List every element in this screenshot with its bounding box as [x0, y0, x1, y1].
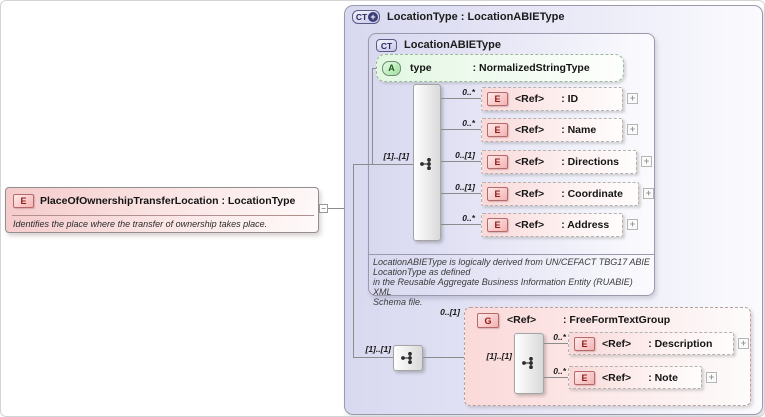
attribute-badge-icon: A [382, 60, 401, 76]
expand-icon[interactable] [627, 93, 638, 104]
element-cardinality: 0..* [553, 366, 566, 376]
collapse-icon[interactable] [319, 204, 328, 213]
element-box-address[interactable]: E <Ref> : Address [481, 213, 623, 237]
sequence-icon [401, 352, 412, 364]
element-ref: <Ref> [515, 156, 545, 168]
sequence-icon [522, 357, 533, 369]
expand-icon[interactable] [641, 156, 652, 167]
element-badge-icon: E [487, 92, 508, 106]
connector-line [353, 164, 354, 358]
expand-icon[interactable] [627, 124, 638, 135]
connector-line [441, 193, 481, 194]
root-element-title: PlaceOfOwnershipTransferLocation : Locat… [40, 195, 296, 207]
connector-line [372, 68, 373, 164]
connector-line [328, 208, 353, 209]
element-ref: <Ref> [515, 93, 545, 105]
connector-line [544, 377, 568, 378]
element-badge-icon: E [487, 187, 508, 201]
complex-type-plus-badge-icon: CT [352, 10, 380, 24]
group-badge-icon: G [477, 313, 499, 328]
element-type: : Note [648, 371, 678, 384]
element-cardinality: 0..[1] [455, 150, 475, 160]
element-type: : ID [561, 93, 579, 105]
element-box-directions[interactable]: E <Ref> : Directions [481, 150, 637, 174]
element-ref: <Ref> [602, 337, 632, 350]
element-cardinality: 0..* [462, 87, 475, 97]
element-cardinality: 0..[1] [455, 182, 475, 192]
element-type: : Coordinate [561, 188, 624, 200]
expand-icon[interactable] [643, 188, 654, 199]
connector-line [353, 357, 393, 358]
connector-line [441, 161, 481, 162]
element-box-coordinate[interactable]: E <Ref> : Coordinate [481, 182, 639, 206]
connector-line [441, 129, 481, 130]
attribute-box[interactable]: A type : NormalizedStringType [376, 54, 624, 82]
group-ref: <Ref> [507, 314, 537, 326]
expand-plus-icon[interactable] [368, 12, 378, 22]
element-badge-icon: E [574, 370, 595, 385]
complex-type-badge-icon: CT [376, 39, 397, 52]
expand-icon[interactable] [627, 219, 638, 230]
root-element-box[interactable]: E PlaceOfOwnershipTransferLocation : Loc… [5, 187, 319, 233]
element-box-id[interactable]: E <Ref> : ID [481, 87, 623, 111]
element-ref: <Ref> [602, 371, 632, 384]
element-ref: <Ref> [515, 219, 545, 231]
outer-type-title: LocationType : LocationABIEType [387, 11, 565, 23]
sequence-cardinality: [1]..[1] [383, 151, 410, 161]
divider [12, 215, 314, 216]
connector-line [441, 224, 481, 225]
element-cardinality: 0..* [462, 118, 475, 128]
annotation-text: LocationABIEType is logically derived fr… [373, 257, 650, 307]
expand-icon[interactable] [706, 372, 717, 383]
element-cardinality: 0..* [553, 332, 566, 342]
element-badge-icon: E [574, 336, 595, 351]
element-box-description[interactable]: E <Ref> : Description [568, 332, 734, 355]
element-type: : Name [561, 124, 597, 136]
element-box-name[interactable]: E <Ref> : Name [481, 118, 623, 142]
group-type: : FreeFormTextGroup [563, 314, 671, 326]
root-element-description: Identifies the place where the transfer … [13, 219, 268, 229]
element-type: : Description [648, 337, 713, 350]
group-cardinality: 0..[1] [440, 307, 460, 317]
sequence-compositor[interactable] [413, 84, 441, 241]
sequence-cardinality: [1]..[1] [365, 344, 392, 354]
element-ref: <Ref> [515, 124, 545, 136]
connector-line [353, 164, 413, 165]
element-ref: <Ref> [515, 188, 545, 200]
sequence-icon [420, 158, 431, 170]
connector-line [544, 343, 568, 344]
element-badge-icon: E [13, 194, 34, 208]
element-badge-icon: E [487, 218, 508, 232]
complex-type-badge-label: CT [355, 12, 368, 22]
attribute-type: : NormalizedStringType [472, 62, 590, 74]
inner-type-title: LocationABIEType [404, 39, 501, 51]
element-badge-icon: E [487, 155, 508, 169]
group-box-freeformtextgroup[interactable] [464, 307, 751, 406]
element-type: : Directions [561, 156, 619, 168]
element-badge-icon: E [487, 123, 508, 137]
element-box-note[interactable]: E <Ref> : Note [568, 366, 702, 389]
sequence-cardinality: [1]..[1] [486, 351, 513, 361]
attribute-name: type [410, 62, 432, 74]
connector-line [441, 98, 481, 99]
element-cardinality: 0..* [462, 213, 475, 223]
expand-icon[interactable] [738, 338, 749, 349]
element-type: : Address [561, 219, 610, 231]
connector-line [372, 68, 377, 69]
annotation-divider [369, 254, 654, 255]
